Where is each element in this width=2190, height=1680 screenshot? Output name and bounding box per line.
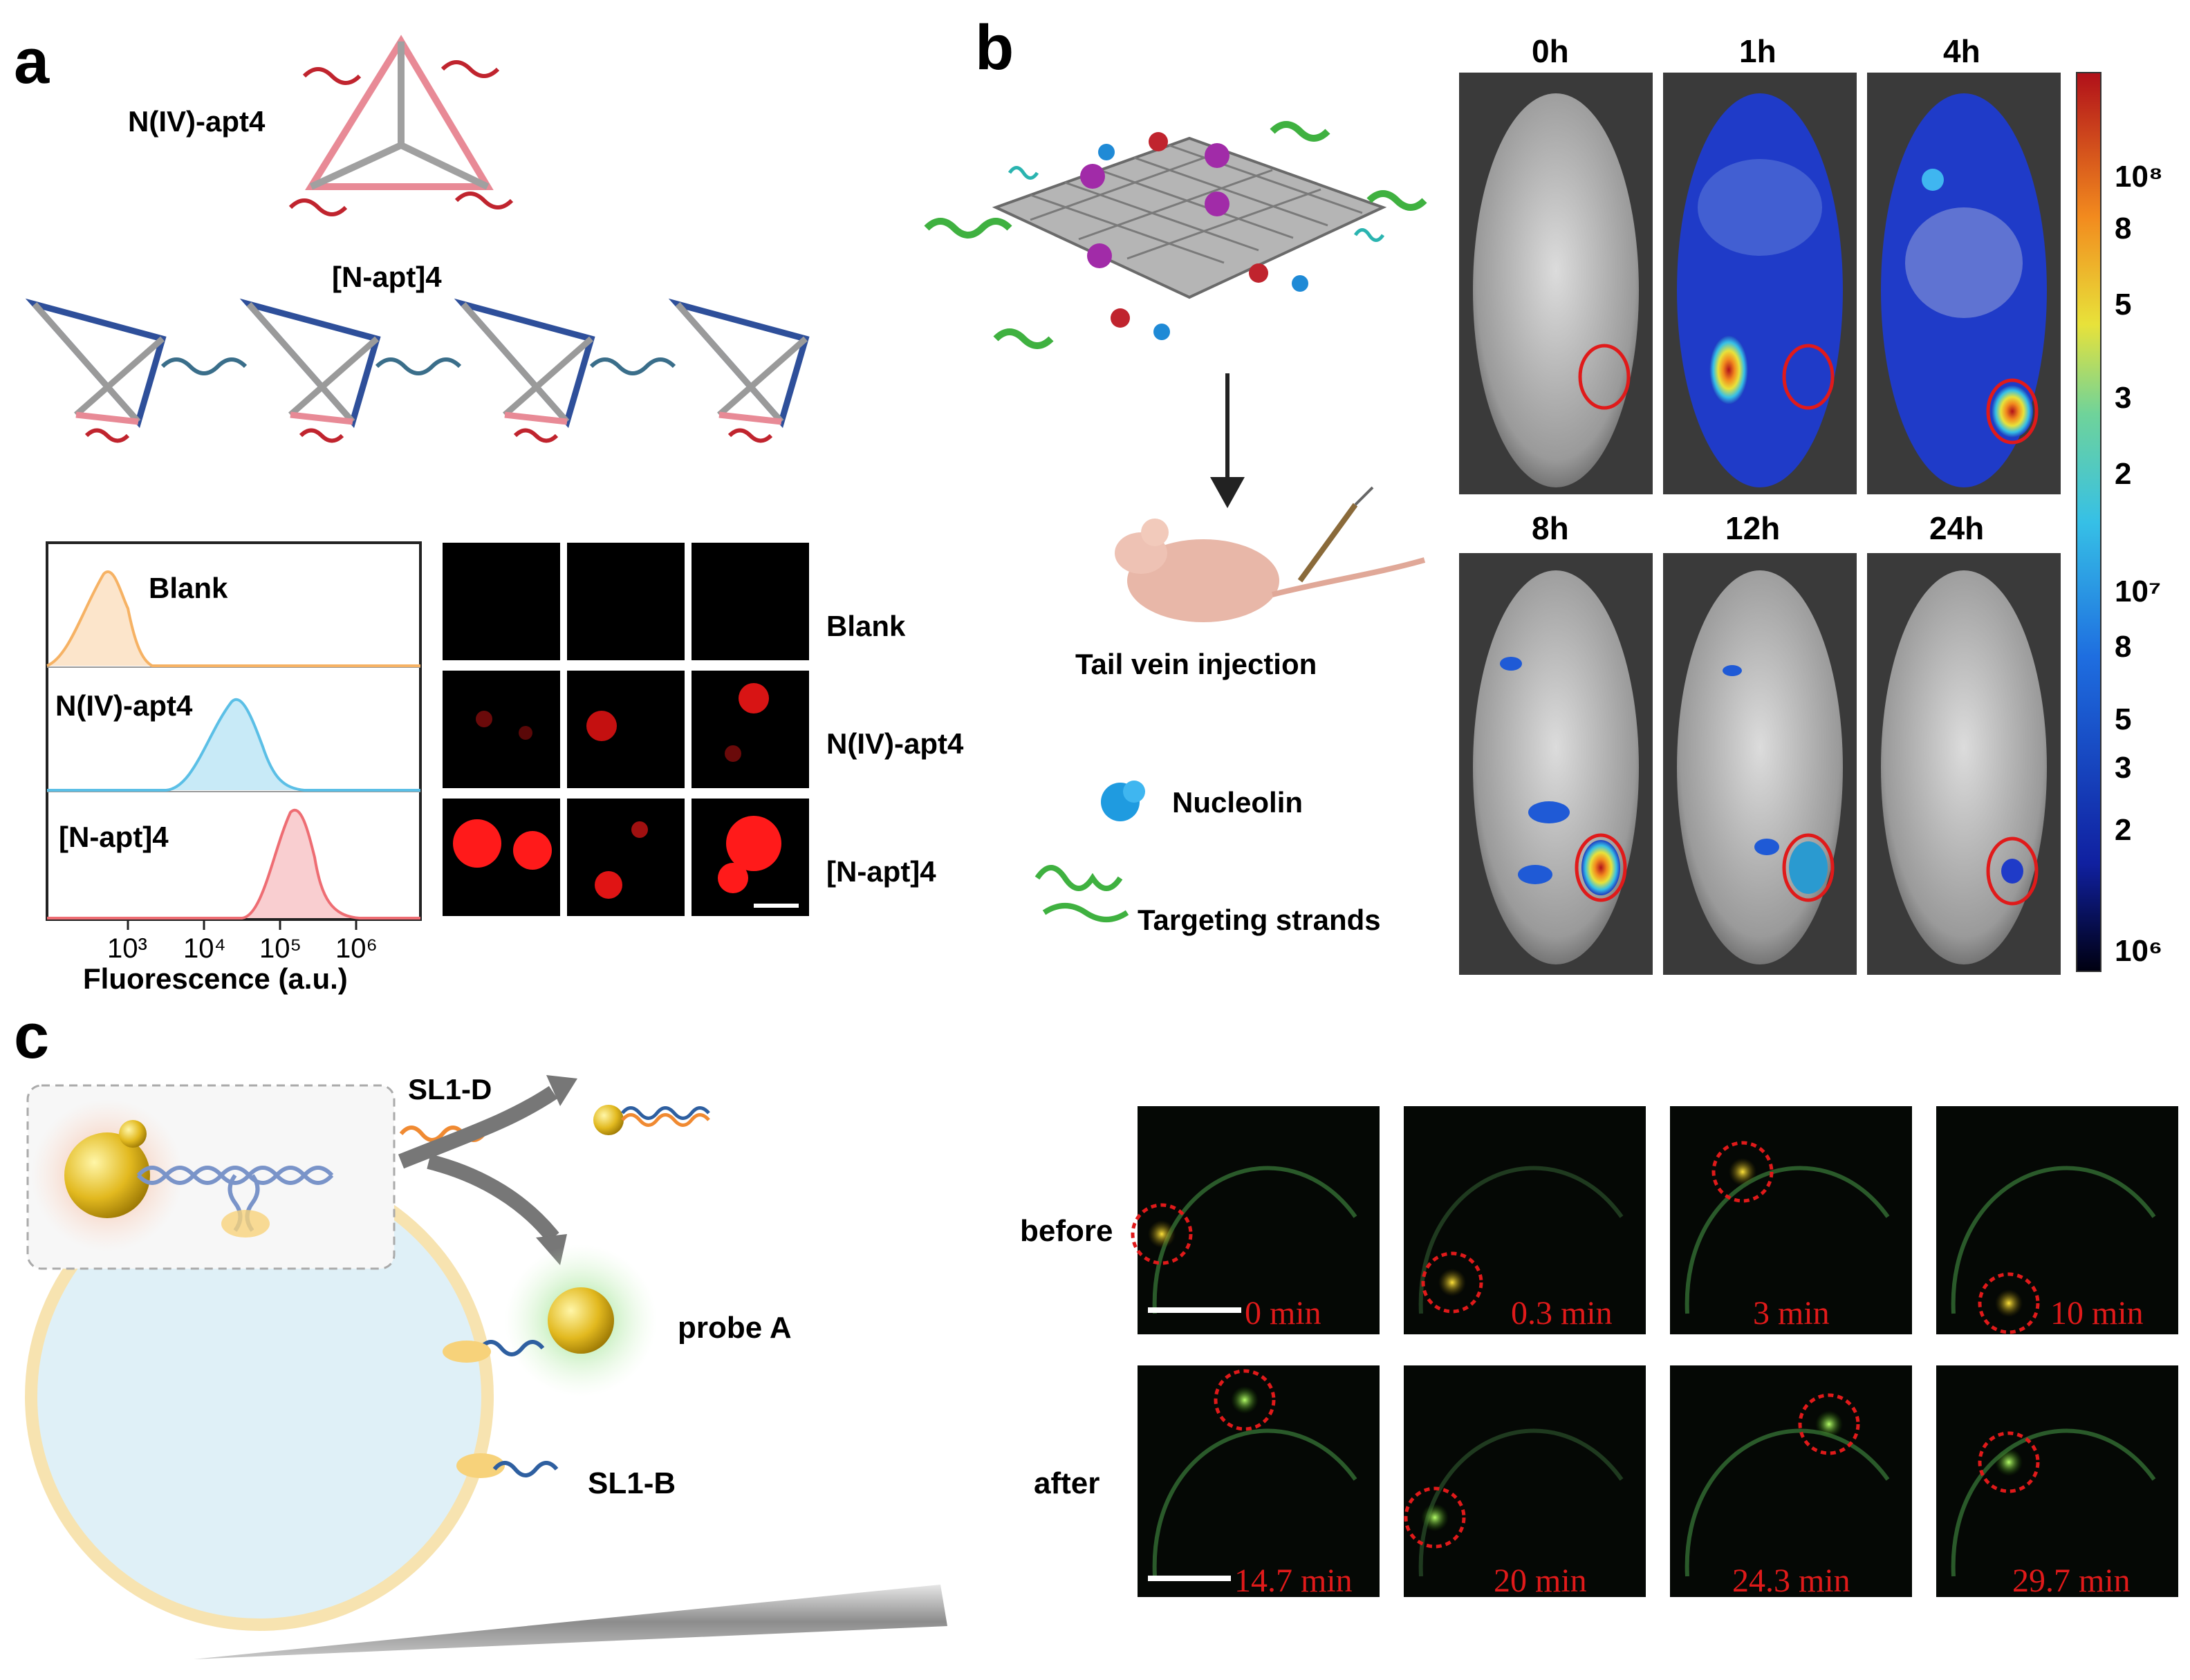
time-label: 0.3 min xyxy=(1511,1295,1613,1332)
time-label: 14.7 min xyxy=(1234,1562,1353,1599)
colorbar-label: 10⁸ xyxy=(2115,160,2163,194)
flow-row-label: N(IV)-apt4 xyxy=(55,689,193,722)
mouse-image-4h xyxy=(1867,73,2061,494)
panel-a-label: a xyxy=(14,26,50,97)
frame: 0.3 min xyxy=(1404,1106,1646,1334)
time-label: 10 min xyxy=(2050,1295,2144,1332)
frame: 10 min xyxy=(1936,1106,2178,1334)
colorbar-label: 10⁷ xyxy=(2115,575,2161,608)
tetrahedron-unit xyxy=(668,298,810,443)
time-label: 24.3 min xyxy=(1732,1562,1850,1599)
panel-b-label: b xyxy=(975,12,1014,83)
in-vivo-imaging-grid: 0h 1h 4h 8h 12h 24h xyxy=(1459,33,2163,975)
frame: 20 min xyxy=(1404,1365,1646,1599)
nanosheet-illustration xyxy=(924,121,1427,349)
microscopy-grid: Blank N(IV)-apt4 [N-apt]4 xyxy=(443,543,964,916)
timepoint-label: 1h xyxy=(1739,33,1776,69)
micro-row-label: N(IV)-apt4 xyxy=(826,727,964,760)
histogram-n-iv-apt4 xyxy=(47,698,420,792)
time-lapse-grid: before after 0 min 0.3 min xyxy=(1020,1106,2178,1599)
time-label: 20 min xyxy=(1494,1562,1587,1599)
x-axis-label: Fluorescence (a.u.) xyxy=(83,962,348,995)
row-label: before xyxy=(1020,1214,1113,1248)
cell-schematic: SL1-D probe A SL1-B xyxy=(25,1073,947,1659)
timepoint-label: 12h xyxy=(1725,510,1780,546)
injection-label: Tail vein injection xyxy=(1075,648,1317,680)
mouse-image-8h xyxy=(1459,553,1653,975)
panel-c-label: c xyxy=(14,1001,49,1072)
timepoint-label: 0h xyxy=(1532,33,1569,69)
sl1-b-label: SL1-B xyxy=(588,1466,676,1500)
tetrahedron-unit xyxy=(454,298,595,443)
panel-c: c SL1-D probe A xyxy=(14,1001,2178,1659)
colorbar-label: 3 xyxy=(2115,381,2131,415)
row-label: after xyxy=(1034,1466,1099,1500)
legend-label: Targeting strands xyxy=(1138,904,1381,936)
tetrahedron-unit xyxy=(239,298,381,443)
micro-row-label: Blank xyxy=(826,610,906,642)
flow-row-label: [N-apt]4 xyxy=(59,821,169,853)
x-tick-label: 10⁵ xyxy=(259,933,301,964)
micropipette xyxy=(194,1585,947,1659)
structure-label-top: N(IV)-apt4 xyxy=(128,105,266,138)
x-tick-label: 10⁶ xyxy=(335,933,378,964)
flow-row-label: Blank xyxy=(149,572,228,604)
legend-nucleolin: Nucleolin xyxy=(1101,781,1303,821)
colorbar-label: 5 xyxy=(2115,288,2131,321)
colorbar-label: 5 xyxy=(2115,702,2131,736)
panel-a: a N(IV)-apt4 [N-apt]4 xyxy=(14,26,964,995)
flow-cytometry-plot: Blank N(IV)-apt4 [N-apt]4 10³ 10⁴ 10⁵ 10… xyxy=(46,541,422,995)
x-tick-label: 10³ xyxy=(107,933,147,964)
sl1-d-label: SL1-D xyxy=(408,1073,492,1105)
micro-row-label: [N-apt]4 xyxy=(826,855,936,888)
colorbar-label: 3 xyxy=(2115,751,2131,785)
histogram-n-apt4 xyxy=(47,808,420,920)
mouse-image-12h xyxy=(1663,553,1857,975)
structure-label-chain: [N-apt]4 xyxy=(332,261,442,293)
timepoint-label: 4h xyxy=(1943,33,1980,69)
frame: 14.7 min xyxy=(1138,1365,1380,1599)
colorbar xyxy=(2076,72,2101,972)
timepoint-label: 8h xyxy=(1532,510,1569,546)
time-label: 3 min xyxy=(1753,1295,1830,1332)
colorbar-label: 10⁶ xyxy=(2115,934,2162,968)
mouse-image-0h xyxy=(1459,73,1653,494)
probe-a-label: probe A xyxy=(678,1311,792,1345)
frame: 24.3 min xyxy=(1670,1365,1912,1599)
timepoint-label: 24h xyxy=(1929,510,1984,546)
tetrahedron-unit xyxy=(25,298,167,443)
panel-b: b xyxy=(924,12,2163,975)
x-axis-ticks xyxy=(127,920,358,930)
frame: 3 min xyxy=(1670,1106,1912,1334)
mouse-illustration xyxy=(1115,486,1426,622)
legend-label: Nucleolin xyxy=(1172,786,1303,819)
time-label: 29.7 min xyxy=(2012,1562,2131,1599)
injection-arrow xyxy=(1210,373,1245,508)
mouse-image-1h xyxy=(1663,73,1857,494)
legend-targeting-strands: Targeting strands xyxy=(1034,865,1381,936)
histogram-blank xyxy=(46,570,420,667)
colorbar-label: 8 xyxy=(2115,630,2131,664)
colorbar-label: 8 xyxy=(2115,212,2131,245)
tetrahedron-structure-top xyxy=(288,35,514,216)
time-label: 0 min xyxy=(1245,1295,1321,1332)
mouse-image-24h xyxy=(1867,553,2061,975)
colorbar-label: 2 xyxy=(2115,457,2131,491)
frame: 0 min xyxy=(1131,1106,1380,1334)
frame: 29.7 min xyxy=(1936,1365,2178,1599)
x-tick-label: 10⁴ xyxy=(183,933,226,964)
colorbar-label: 2 xyxy=(2115,813,2131,847)
tetrahedron-chain xyxy=(25,298,810,443)
